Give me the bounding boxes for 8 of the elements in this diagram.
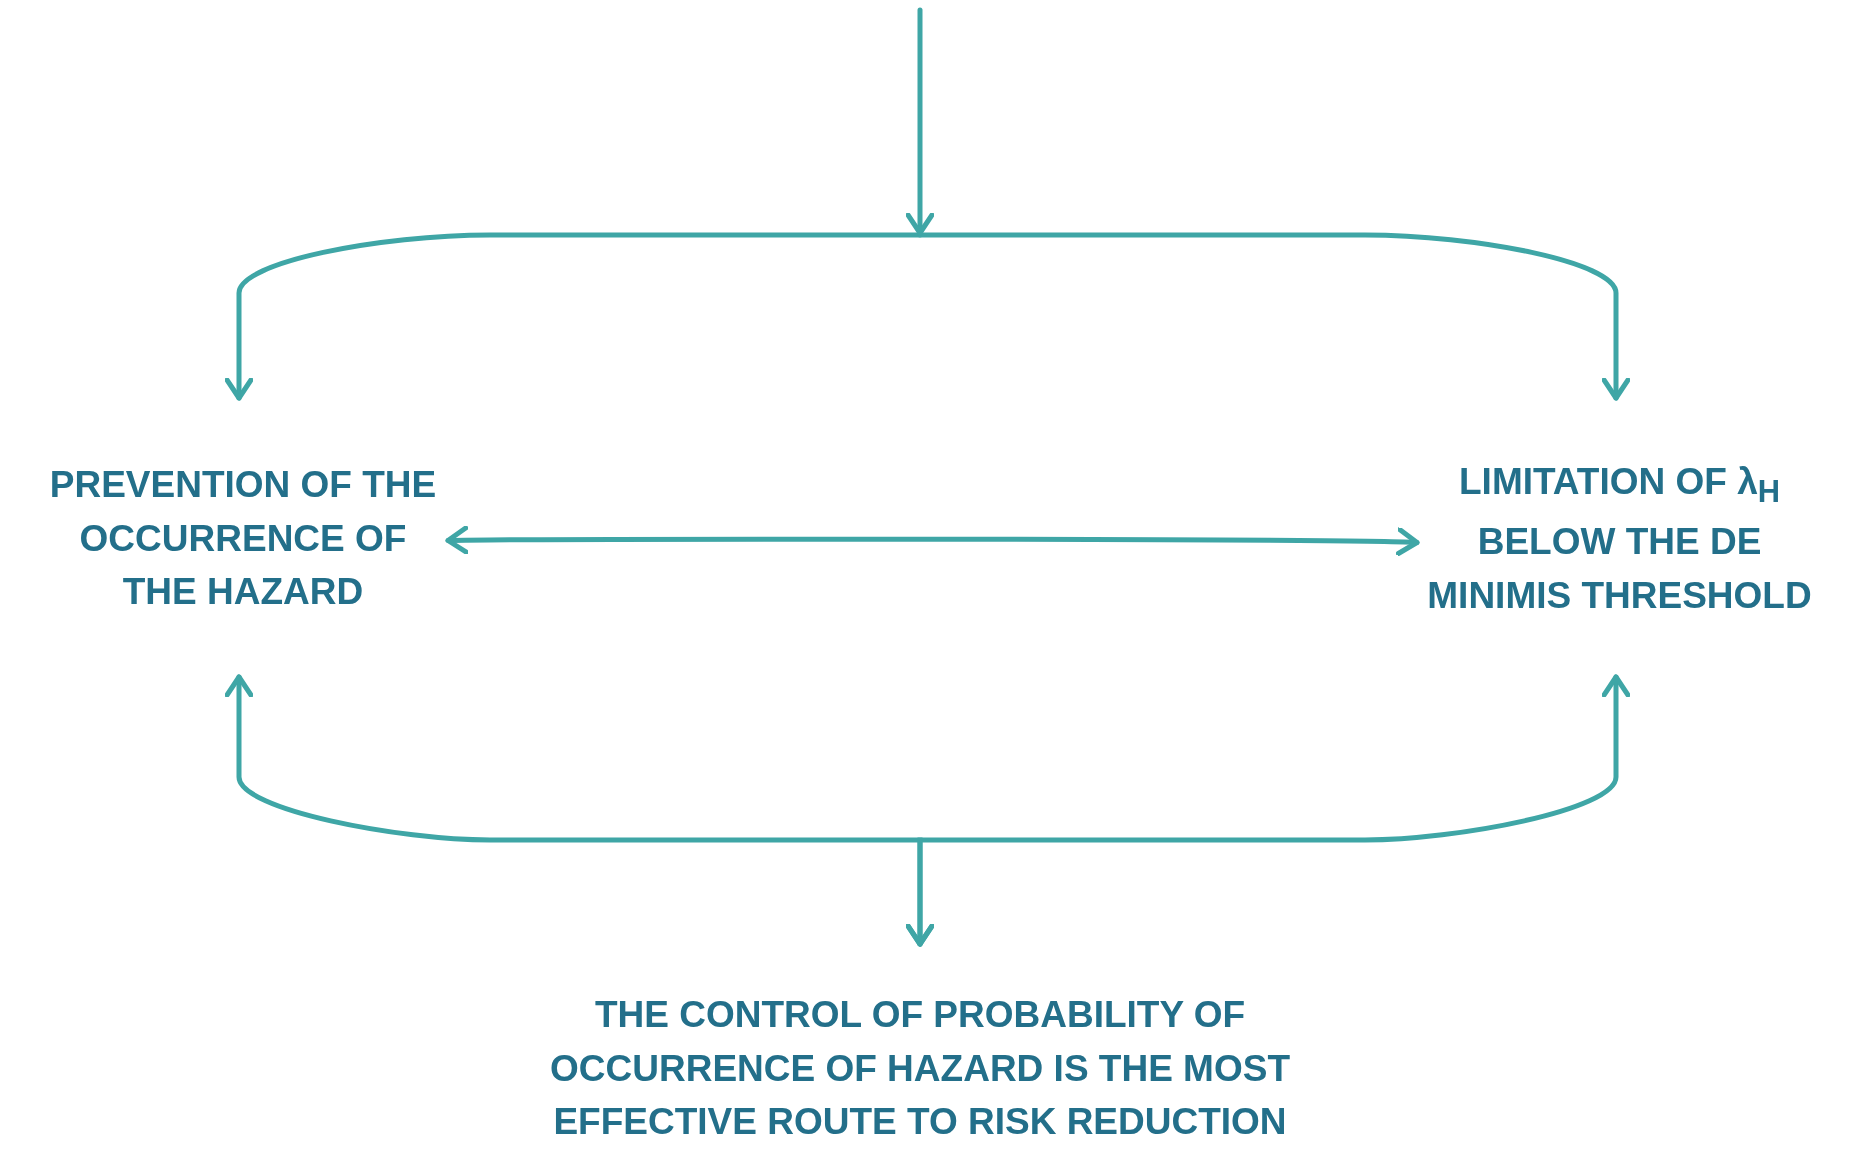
arrow — [905, 7, 935, 236]
node-text: THE CONTROL OF PROBABILITY OF OCCURRENCE OF HAZARD IS THE MOST EFFECTIVE ROUTE TO RISK REDUCTION — [549, 993, 1291, 1145]
node-text: PREVENTION OF THE OCCURRENCE OF THE HAZARD — [48, 463, 438, 615]
double-arrow — [445, 525, 1420, 557]
bracket-arrow — [905, 674, 1631, 947]
bracket-arrow — [917, 232, 1631, 401]
bracket-arrow — [224, 232, 923, 401]
node-text: LIMITATION OF λ$_{H}$ BELOW THE DE MINIMIS THRESHOLD — [1426, 459, 1813, 618]
